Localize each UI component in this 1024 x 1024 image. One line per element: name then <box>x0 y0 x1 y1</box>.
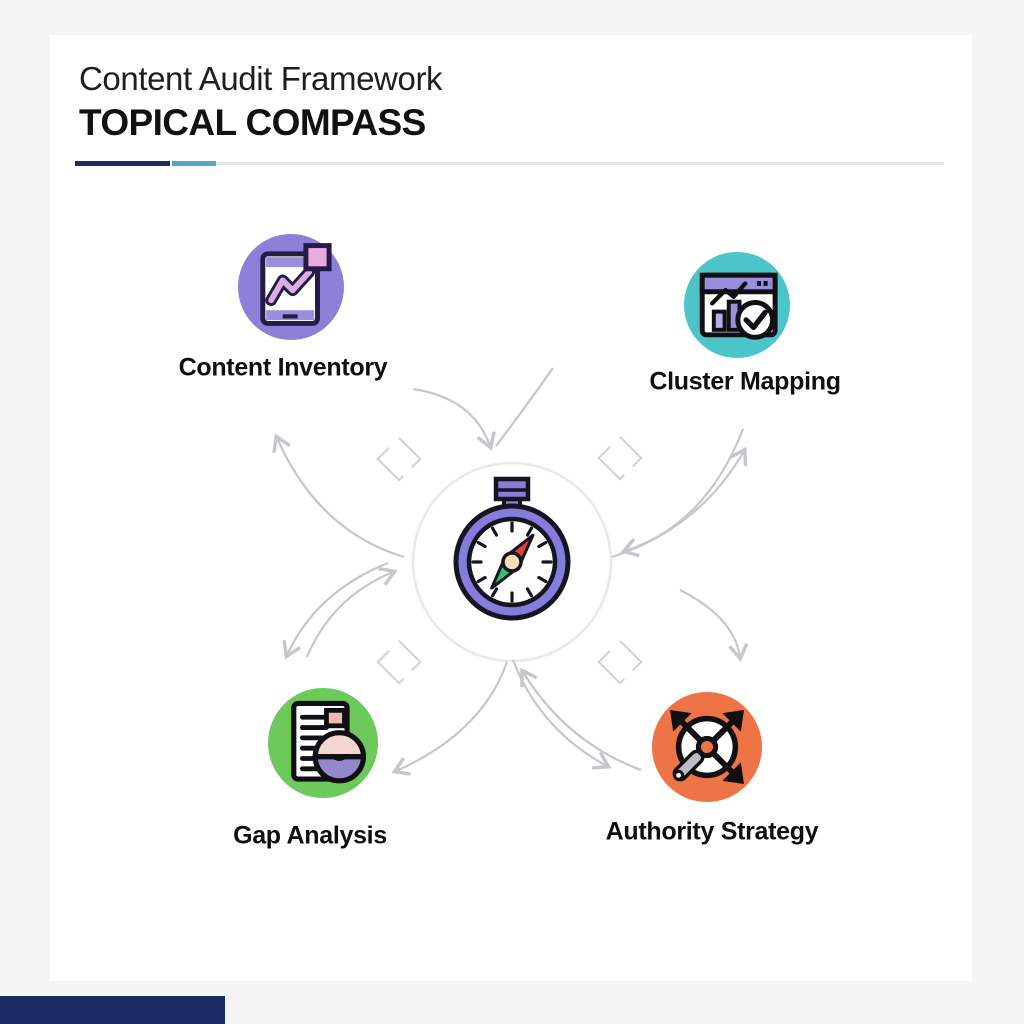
crossing-arrows-target-icon <box>652 692 762 802</box>
arrow-to-content-inventory <box>272 433 405 559</box>
label-gap-analysis: Gap Analysis <box>233 821 387 850</box>
arrow-into-center-left <box>305 566 398 658</box>
tablet-trend-chart-icon <box>238 234 344 340</box>
arrow-into-center-top <box>412 387 496 451</box>
arrow-to-authority-strategy-near <box>679 589 749 662</box>
divider-blue-segment <box>172 161 216 166</box>
page-title: TOPICAL COMPASS <box>79 102 426 144</box>
arrow-crossing-top <box>495 367 554 447</box>
node-cluster-mapping <box>684 252 790 358</box>
arrow-into-center-right <box>620 428 745 558</box>
node-authority-strategy <box>652 692 762 802</box>
diamond-accents <box>376 435 643 685</box>
header-divider <box>75 161 944 166</box>
compass-icon <box>453 476 571 621</box>
connector-arrows <box>272 367 749 776</box>
header-subtitle: Content Audit Framework <box>79 60 443 97</box>
divider-navy-segment <box>75 161 170 166</box>
arrow-to-authority-strategy-far <box>511 659 612 770</box>
compass-hub <box>501 551 523 573</box>
node-gap-analysis <box>268 688 378 798</box>
diamond-bottom-right <box>597 639 643 685</box>
header: Content Audit Framework TOPICAL COMPASS <box>79 58 443 146</box>
footer-accent-bar <box>0 996 225 1024</box>
compass-ticks <box>471 521 553 603</box>
divider-gray-segment <box>216 162 944 165</box>
arrow-to-gap-analysis-near <box>282 561 389 660</box>
label-cluster-mapping: Cluster Mapping <box>649 367 841 396</box>
label-content-inventory: Content Inventory <box>178 353 388 382</box>
label-authority-strategy: Authority Strategy <box>605 817 819 846</box>
diamond-top-left <box>376 436 422 482</box>
arrow-to-cluster-mapping <box>611 446 748 559</box>
diamond-bottom-left <box>376 639 422 685</box>
diamond-top-right <box>597 435 643 481</box>
arrow-to-gap-analysis-far <box>391 661 509 776</box>
document-pie-icon <box>268 688 378 798</box>
browser-bar-chart-check-icon <box>684 252 790 358</box>
node-content-inventory <box>238 234 344 340</box>
arrow-into-center-bottom <box>520 667 642 772</box>
